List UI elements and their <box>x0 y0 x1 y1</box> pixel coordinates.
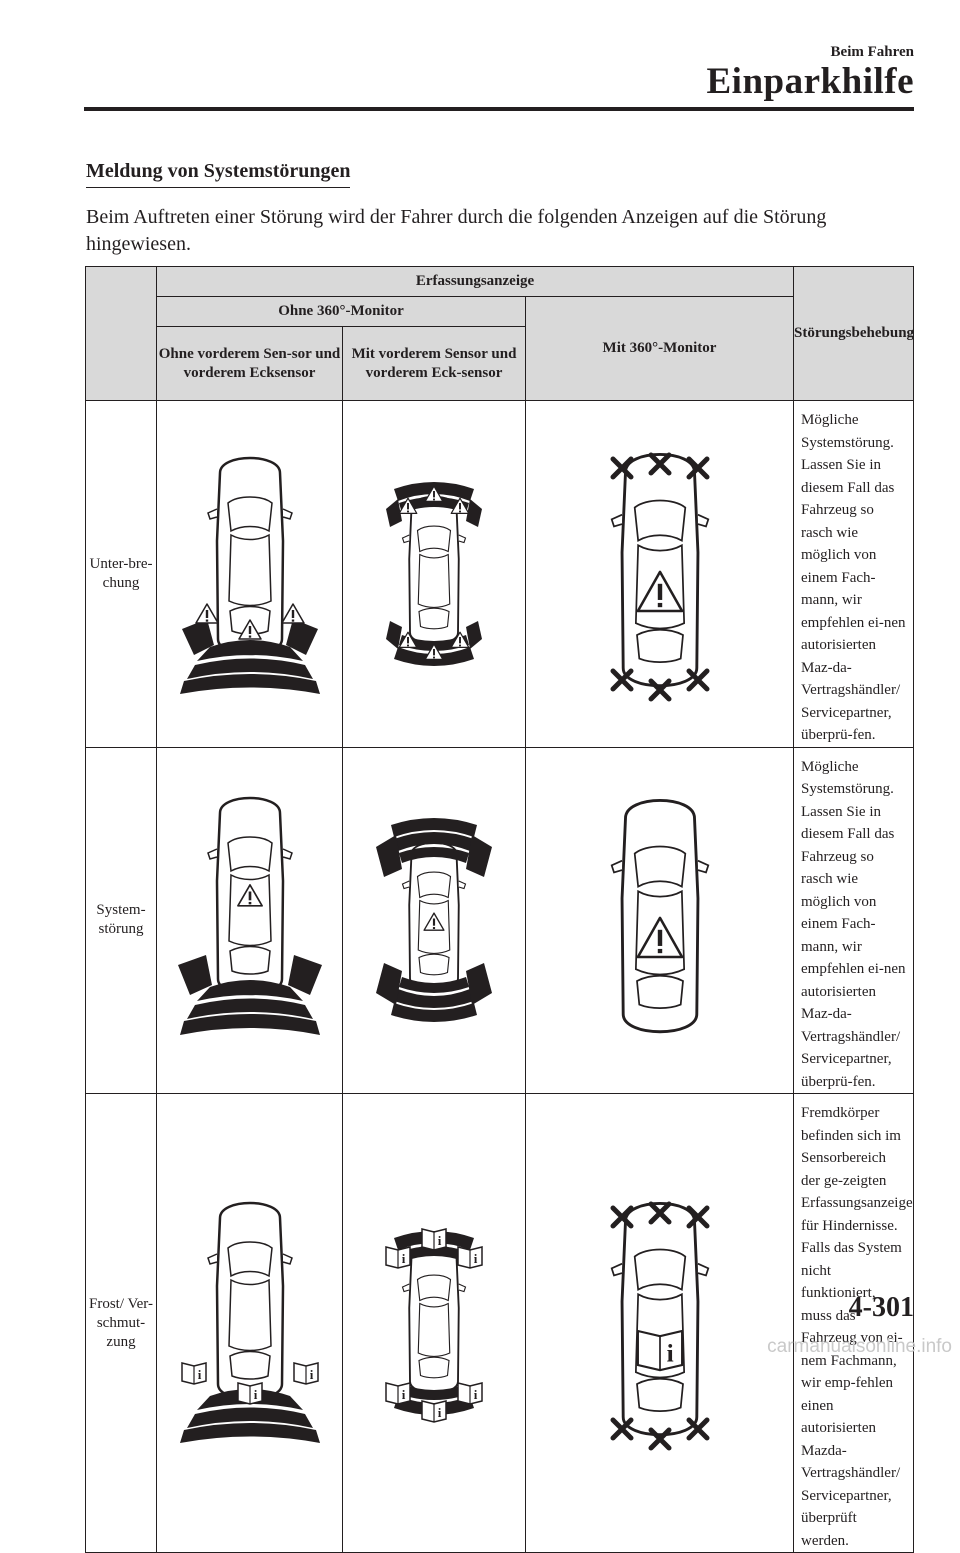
360-monitor-diagram <box>525 1093 794 1553</box>
header-title: Einparkhilfe <box>706 61 914 102</box>
header-detection: Erfassungsanzeige <box>156 266 794 297</box>
header-remedy: Störungsbehebung <box>793 266 914 401</box>
360-monitor-diagram <box>525 746 794 1094</box>
corner-empty-cell <box>85 266 157 401</box>
table-row: System-störung <box>85 746 914 1094</box>
header-front-sensor: Mit vorderem Sensor und vorderem Eck-sen… <box>342 326 526 401</box>
row-label: Frost/ Ver-schmut-zung <box>85 1093 157 1553</box>
intro-paragraph: Beim Auftreten einer Störung wird der Fa… <box>86 206 827 255</box>
header-with-360: Mit 360°-Monitor <box>525 296 794 401</box>
watermark: carmanualsonline.info <box>767 1336 952 1357</box>
front-rear-sensor-diagram <box>342 746 526 1094</box>
table-row: Unter-bre-chung <box>85 400 914 748</box>
front-rear-sensor-diagram <box>342 400 526 748</box>
header-section-label: Beim Fahren <box>830 44 914 60</box>
360-monitor-diagram <box>525 400 794 748</box>
row-label: System-störung <box>85 746 157 1094</box>
header-rule <box>84 107 914 111</box>
page-number: 4-301 <box>848 1292 914 1323</box>
front-rear-sensor-diagram <box>342 1093 526 1553</box>
section-title: Meldung von Systemstörungen <box>86 160 351 188</box>
header-no-front-sensor: Ohne vorderem Sen-sor und vorderem Eckse… <box>156 326 343 401</box>
rear-sensor-diagram <box>156 746 343 1094</box>
remedy-text: Mögliche Systemstörung. Lassen Sie in di… <box>793 746 914 1094</box>
row-label: Unter-bre-chung <box>85 400 157 748</box>
rear-sensor-diagram <box>156 400 343 748</box>
header-without-360: Ohne 360°-Monitor <box>156 296 526 327</box>
remedy-text: Mögliche Systemstörung. Lassen Sie in di… <box>793 400 914 748</box>
table-row: Frost/ Ver-schmut-zung <box>85 1093 914 1553</box>
rear-sensor-diagram <box>156 1093 343 1553</box>
